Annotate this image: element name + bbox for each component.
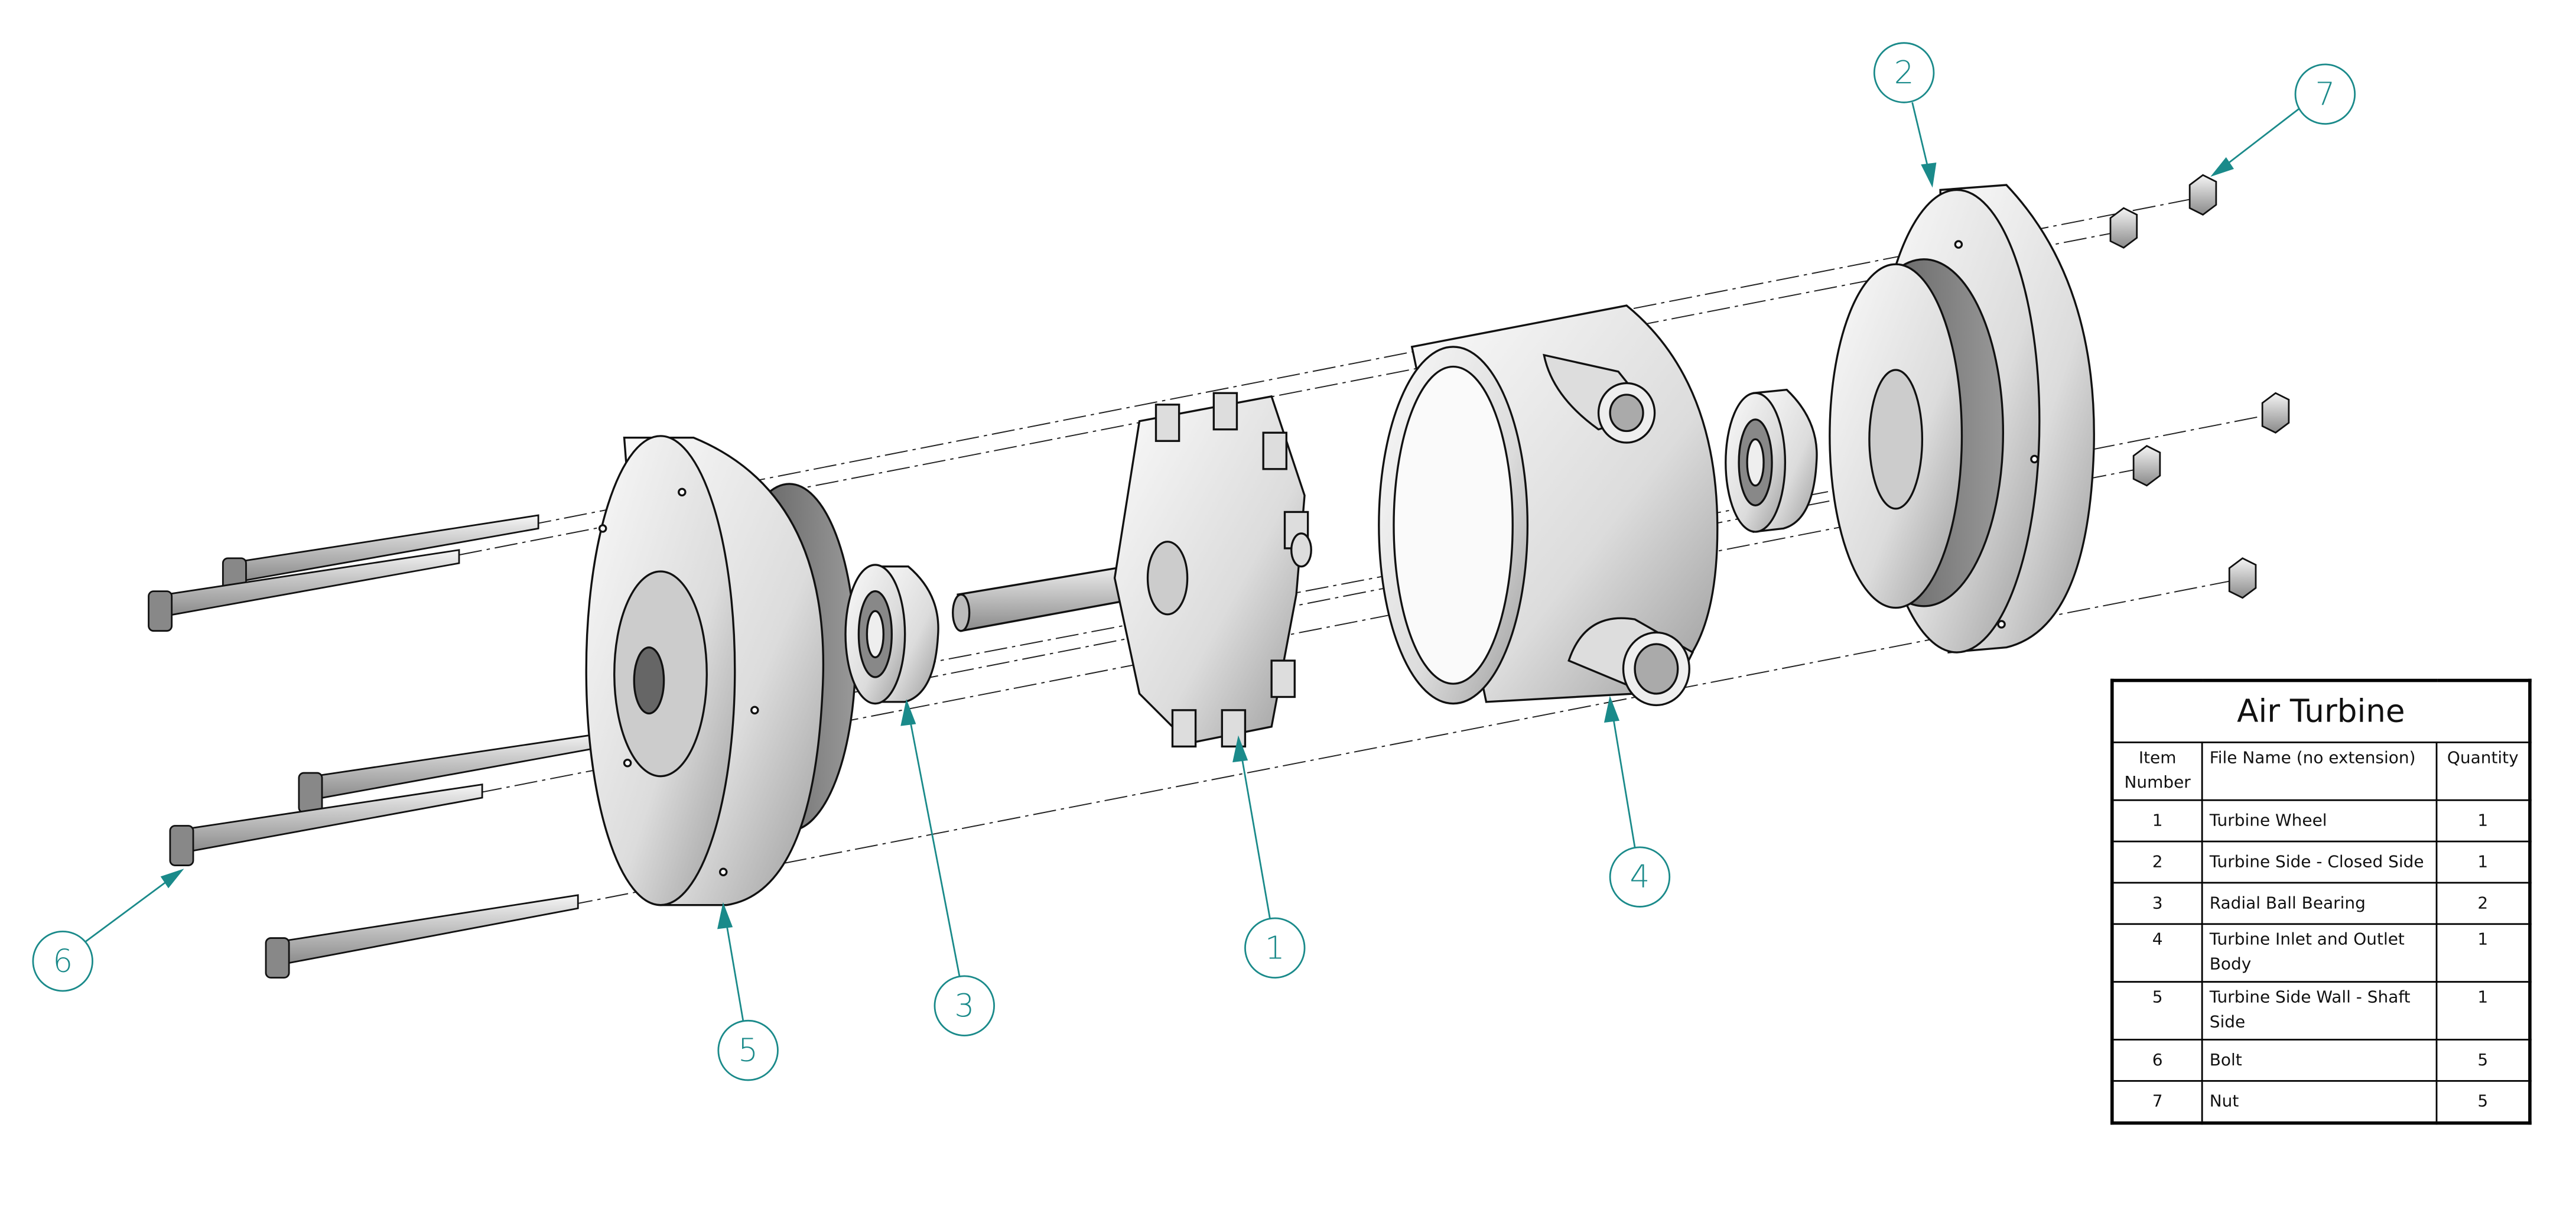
nut xyxy=(2228,557,2257,599)
file-name: Turbine Wheel xyxy=(2201,799,2438,843)
item-number: 3 xyxy=(2111,882,2203,925)
balloons: 2 7 4 1 3 5 6 xyxy=(32,42,2356,1081)
quantity: 5 xyxy=(2435,1039,2531,1082)
bolt xyxy=(298,730,616,814)
svg-text:1: 1 xyxy=(1265,929,1285,966)
part-1-turbine-wheel xyxy=(952,392,1312,748)
part-3-radial-ball-bearing-2 xyxy=(1725,388,1818,533)
file-name: Bolt xyxy=(2201,1039,2438,1082)
file-name: Radial Ball Bearing xyxy=(2201,882,2438,925)
svg-text:3: 3 xyxy=(954,987,974,1024)
svg-text:2: 2 xyxy=(1894,54,1914,91)
item-number: 6 xyxy=(2111,1039,2203,1082)
bolts xyxy=(148,514,616,979)
file-name: Turbine Inlet and Outlet Body xyxy=(2201,923,2438,983)
item-number: 5 xyxy=(2111,981,2203,1041)
svg-text:6: 6 xyxy=(53,943,73,980)
part-3-radial-ball-bearing xyxy=(844,564,939,705)
svg-text:7: 7 xyxy=(2315,76,2335,112)
bolt xyxy=(265,894,579,979)
part-5-turbine-side-wall-shaft-side xyxy=(585,435,857,906)
balloon-1: 1 xyxy=(1232,735,1306,979)
header-quantity: Quantity xyxy=(2435,741,2531,801)
bill-of-materials-table: Air Turbine Item Number File Name (no ex… xyxy=(2110,678,2532,1125)
nuts xyxy=(2109,174,2290,599)
nut xyxy=(2188,174,2217,216)
part-4-turbine-inlet-and-outlet-body xyxy=(1378,304,1719,707)
nut xyxy=(2132,445,2161,487)
item-number: 4 xyxy=(2111,923,2203,983)
balloon-6: 6 xyxy=(32,869,184,992)
balloon-7: 7 xyxy=(2210,63,2356,177)
svg-text:5: 5 xyxy=(738,1032,758,1069)
nut xyxy=(2109,207,2138,249)
part-2-turbine-side-closed-side xyxy=(1829,184,2095,654)
quantity: 2 xyxy=(2435,882,2531,925)
bolt xyxy=(169,784,483,866)
balloon-5: 5 xyxy=(717,902,779,1081)
quantity: 1 xyxy=(2435,799,2531,843)
item-number: 2 xyxy=(2111,840,2203,884)
quantity: 5 xyxy=(2435,1080,2531,1124)
nut xyxy=(2261,392,2290,434)
header-file-name: File Name (no extension) xyxy=(2201,741,2438,801)
quantity: 1 xyxy=(2435,923,2531,983)
header-item-number: Item Number xyxy=(2111,741,2203,801)
item-number: 1 xyxy=(2111,799,2203,843)
quantity: 1 xyxy=(2435,981,2531,1041)
bom-title: Air Turbine xyxy=(2111,680,2531,743)
item-number: 7 xyxy=(2111,1080,2203,1124)
balloon-4: 4 xyxy=(1604,695,1671,908)
file-name: Turbine Side Wall - Shaft Side xyxy=(2201,981,2438,1041)
file-name: Turbine Side - Closed Side xyxy=(2201,840,2438,884)
bolt xyxy=(148,549,460,632)
svg-text:4: 4 xyxy=(1630,859,1650,895)
file-name: Nut xyxy=(2201,1080,2438,1124)
balloon-3: 3 xyxy=(900,698,995,1036)
quantity: 1 xyxy=(2435,840,2531,884)
balloon-2: 2 xyxy=(1873,42,1937,188)
